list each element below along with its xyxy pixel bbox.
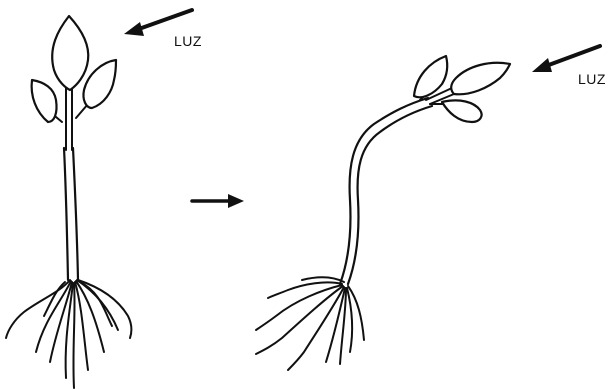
upright-stem <box>64 148 68 280</box>
upright-right-leaf <box>83 60 116 108</box>
bent-stem <box>340 98 428 284</box>
upright-roots <box>6 280 131 388</box>
upright-stem-inner <box>73 148 78 280</box>
upright-seedling: LUZ <box>6 10 202 388</box>
upright-top-leaf <box>52 16 88 90</box>
light-label-before: LUZ <box>174 33 202 49</box>
bent-lower-leaf <box>442 100 482 122</box>
transition-arrow <box>192 194 244 208</box>
bent-seedling: LUZ <box>256 46 606 370</box>
light-arrow-after <box>532 46 600 72</box>
bent-stem-inner <box>348 106 432 284</box>
bent-front-leaf <box>451 63 510 95</box>
upright-left-leaf <box>32 80 57 122</box>
bent-roots <box>256 277 364 370</box>
light-label-after: LUZ <box>578 71 606 87</box>
bent-top-leaf <box>414 56 447 97</box>
